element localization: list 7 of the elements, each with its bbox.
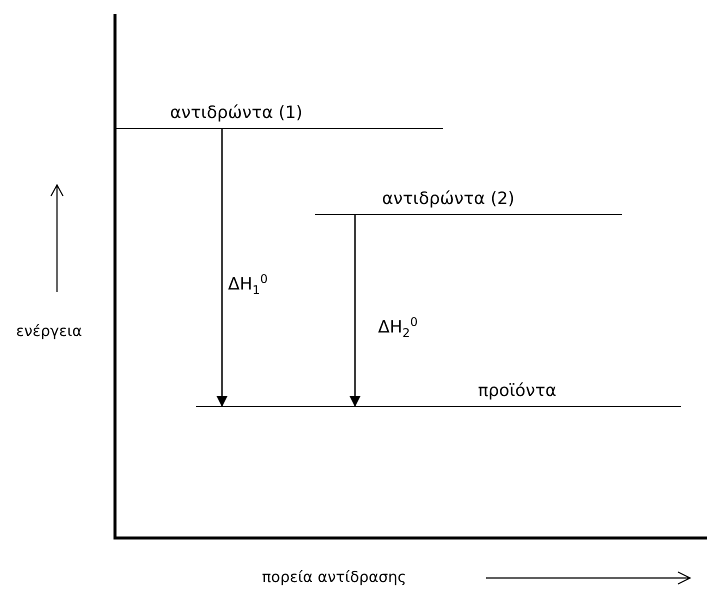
level-label: αντιδρώντα (2) bbox=[382, 189, 515, 209]
arrow bbox=[350, 215, 360, 407]
arrow bbox=[216, 129, 228, 407]
axis-label: πορεία αντίδρασης bbox=[262, 568, 406, 586]
level-label: προϊόντα bbox=[478, 381, 557, 401]
level-label: αντιδρώντα (1) bbox=[170, 103, 303, 123]
axis-label: ενέργεια bbox=[16, 322, 82, 340]
